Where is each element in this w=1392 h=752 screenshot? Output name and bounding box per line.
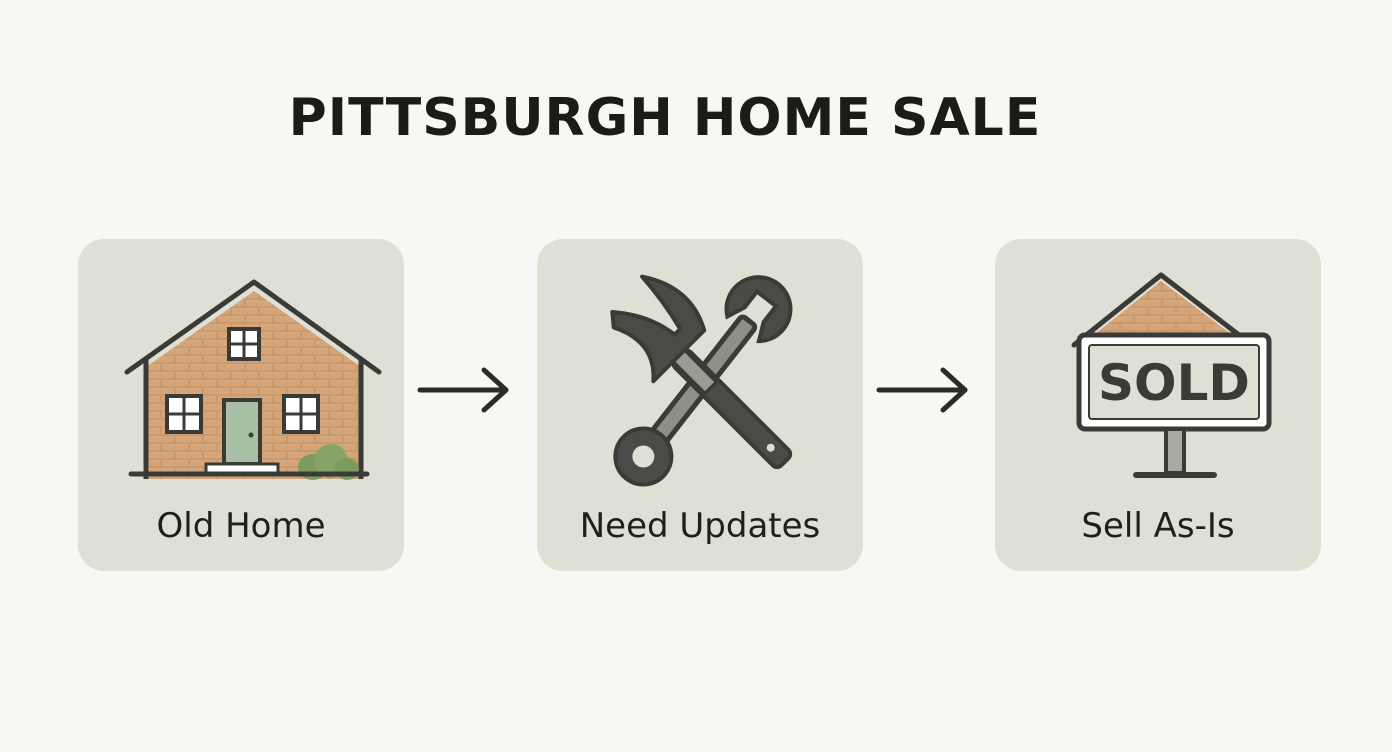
arrow-right-icon (417, 367, 509, 413)
diagram-title: PITTSBURGH HOME SALE (288, 88, 1042, 148)
brick-house-icon (124, 279, 382, 480)
arrow-right-icon (876, 367, 968, 413)
hammer-wrench-icon (610, 274, 793, 487)
step-card-old-home: Old Home (78, 239, 404, 571)
step-card-sell-as-is: SOLD Sell As-Is (995, 239, 1321, 571)
step-card-need-updates: Need Updates (537, 239, 863, 571)
step-label-old-home: Old Home (156, 506, 326, 546)
step-label-need-updates: Need Updates (579, 506, 821, 546)
sold-sign-icon: SOLD (1071, 272, 1272, 478)
sold-sign-text: SOLD (1098, 354, 1250, 412)
step-label-sell-as-is: Sell As-Is (1081, 506, 1235, 546)
